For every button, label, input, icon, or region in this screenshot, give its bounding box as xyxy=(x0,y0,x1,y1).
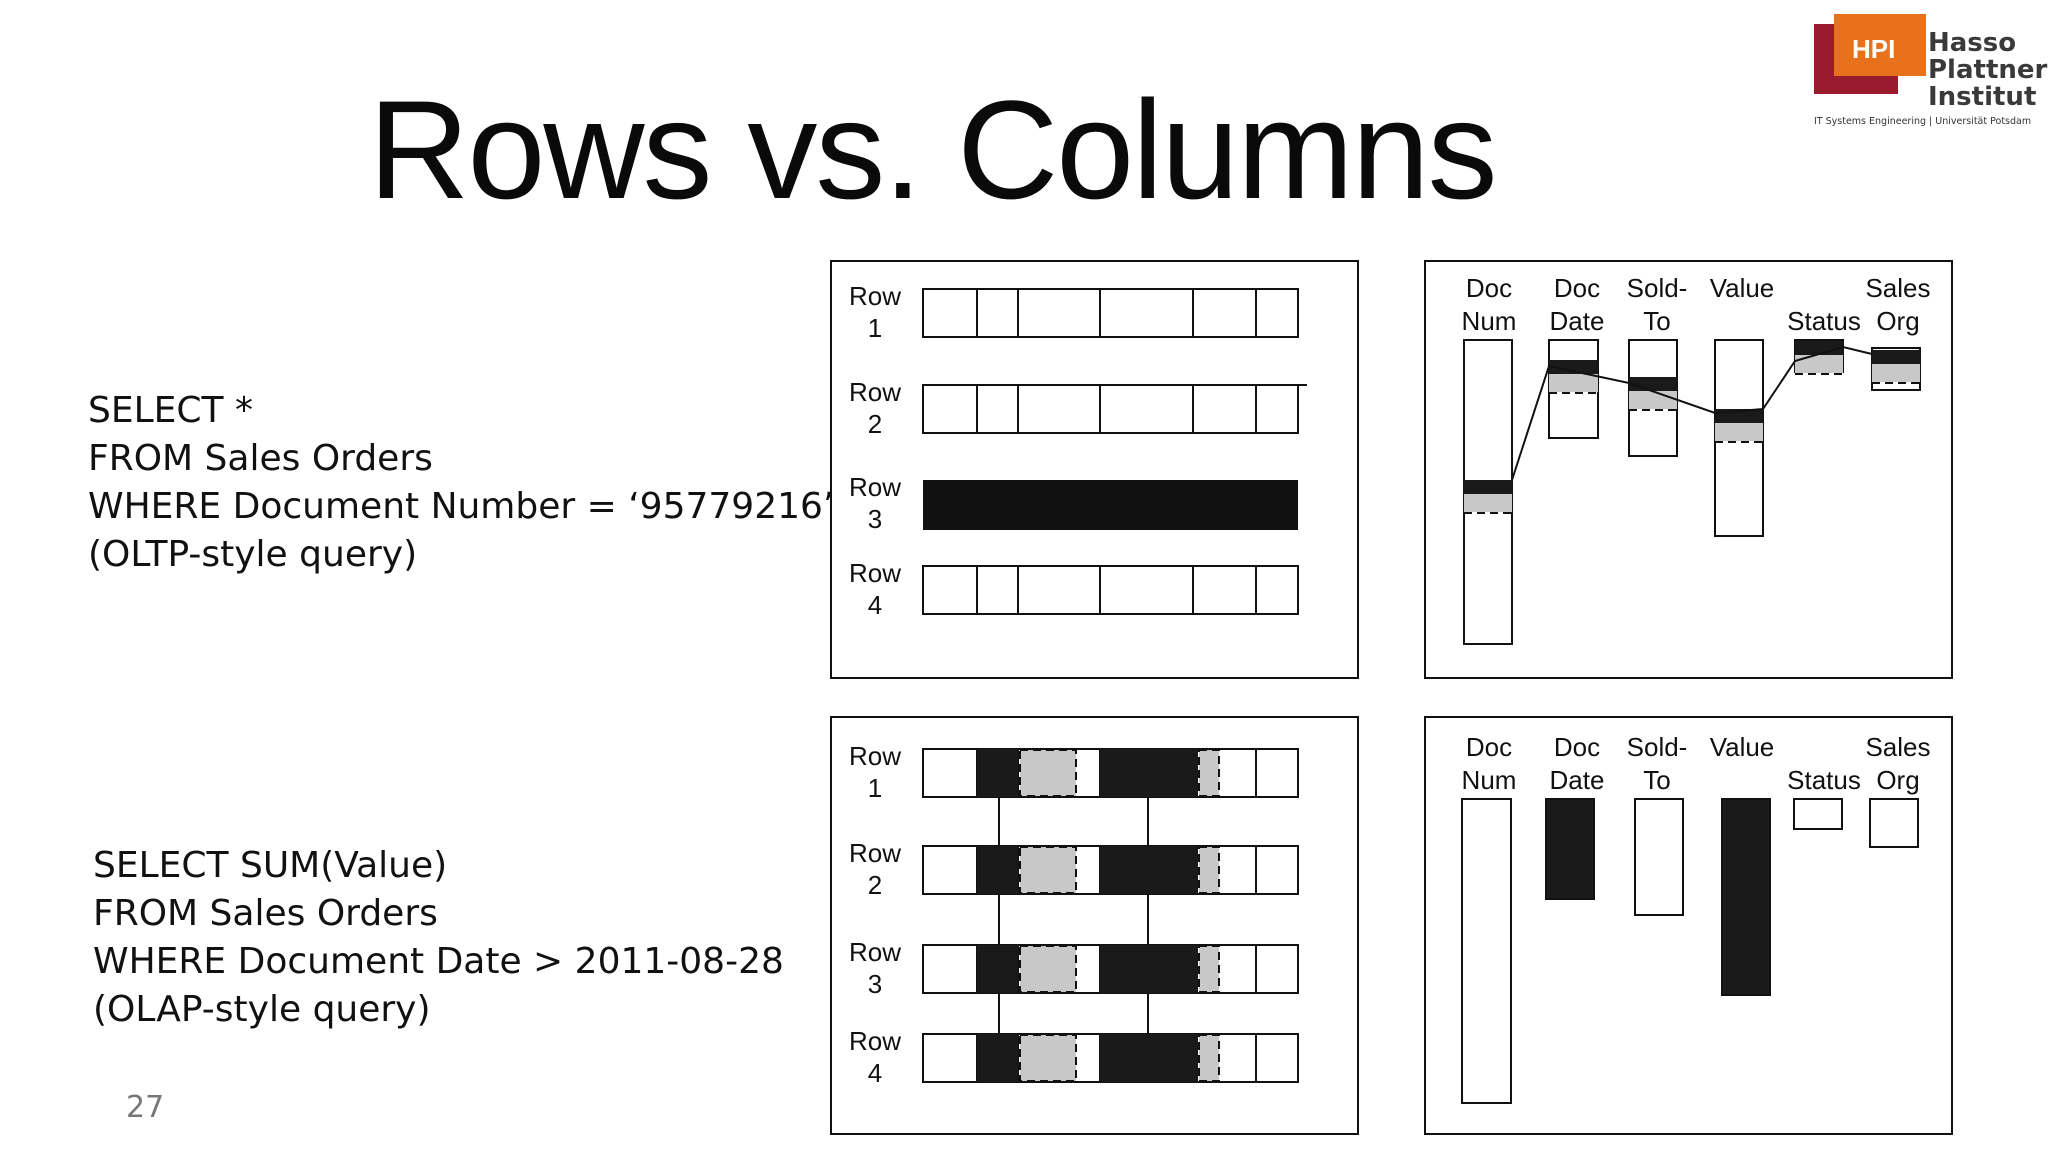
accessed-field-dark xyxy=(1100,749,1198,797)
record-outline xyxy=(922,565,1299,615)
row-record xyxy=(922,1033,1299,1083)
accessed-field-gray xyxy=(1019,945,1077,993)
highlighted-row-record xyxy=(923,480,1298,530)
accessed-field-dark xyxy=(1100,1034,1198,1082)
query-line: WHERE Document Number = ‘95779216’ xyxy=(88,486,835,527)
query-line: SELECT * xyxy=(88,390,253,431)
panel-border xyxy=(1424,260,1953,679)
panel-border xyxy=(830,260,1359,679)
row-record xyxy=(922,845,1299,895)
logo-name-line: Institut xyxy=(1928,82,2037,112)
accessed-field-dark xyxy=(1100,945,1198,993)
accessed-field-dark xyxy=(977,945,1018,993)
slide-title: Rows vs. Columns xyxy=(368,71,1497,228)
accessed-field-gray xyxy=(1019,1034,1077,1082)
column-header: Sold-To xyxy=(1627,732,1688,795)
column-store-block xyxy=(1793,798,1843,830)
accessed-field-dark xyxy=(977,1034,1018,1082)
column-store-block xyxy=(1461,798,1512,1104)
selected-value-gray xyxy=(1795,355,1843,373)
column-header: Value xyxy=(1710,273,1775,303)
panel-border xyxy=(1424,716,1953,1135)
accessed-field-gray xyxy=(1019,749,1077,797)
accessed-field-dark xyxy=(977,846,1018,894)
scanned-column-block xyxy=(1545,798,1595,900)
record-outline xyxy=(922,288,1299,338)
accessed-field-dark xyxy=(1100,846,1198,894)
selected-value-gray xyxy=(1872,364,1920,382)
accessed-field-gray xyxy=(1198,1034,1220,1082)
tuple-reconstruction-line xyxy=(1511,345,1873,481)
query-line: (OLTP-style query) xyxy=(88,534,418,575)
column-header: Sold-To xyxy=(1627,273,1688,336)
accessed-field-gray xyxy=(1198,945,1220,993)
record-outline xyxy=(922,384,1299,434)
selected-value-dark xyxy=(1549,360,1598,374)
column-header: Status xyxy=(1787,306,1861,336)
logo-badge: HPI xyxy=(1852,34,1895,64)
column-header: Value xyxy=(1710,732,1775,762)
column-store-block xyxy=(1869,798,1919,848)
hpi-logo-mark-icon: HPI xyxy=(1814,14,1926,94)
accessed-field-dark xyxy=(977,749,1018,797)
query-line: SELECT SUM(Value) xyxy=(93,845,448,886)
selected-value-dark xyxy=(1629,377,1677,391)
row-record xyxy=(922,944,1299,994)
accessed-field-gray xyxy=(1019,846,1077,894)
logo-name-line: Hasso xyxy=(1928,28,2017,58)
logo-name: Hasso Plattner Institut xyxy=(1928,30,2048,111)
accessed-field-gray xyxy=(1198,846,1220,894)
selected-value-gray xyxy=(1629,391,1677,409)
selected-value-dark xyxy=(1464,480,1512,494)
row-record xyxy=(922,384,1299,434)
scanned-column-block xyxy=(1721,798,1771,996)
oltp-query-text: SELECT * FROM Sales Orders WHERE Documen… xyxy=(88,387,834,579)
selected-value-gray xyxy=(1464,494,1512,512)
selected-value-gray xyxy=(1549,374,1598,392)
column-header: Status xyxy=(1787,765,1861,795)
logo-name-line: Plattner xyxy=(1928,55,2048,85)
query-line: FROM Sales Orders xyxy=(93,893,438,934)
selected-value-dark xyxy=(1795,341,1843,355)
accessed-field-gray xyxy=(1198,749,1220,797)
olap-query-text: SELECT SUM(Value) FROM Sales Orders WHER… xyxy=(93,842,784,1034)
page-number: 27 xyxy=(126,1090,165,1125)
query-line: FROM Sales Orders xyxy=(88,438,433,479)
panel-border xyxy=(830,716,1359,1135)
hpi-logo: HPI Hasso Plattner Institut IT Systems E… xyxy=(1814,14,2047,134)
row-record xyxy=(922,288,1299,338)
row-record xyxy=(922,565,1299,615)
query-line: WHERE Document Date > 2011-08-28 xyxy=(93,941,784,982)
row-record xyxy=(922,748,1299,798)
query-line: (OLAP-style query) xyxy=(93,989,431,1030)
selected-value-dark xyxy=(1872,350,1920,364)
column-store-block xyxy=(1634,798,1684,916)
selected-value-gray xyxy=(1715,423,1763,441)
logo-subtitle: IT Systems Engineering | Universität Pot… xyxy=(1814,116,2032,127)
